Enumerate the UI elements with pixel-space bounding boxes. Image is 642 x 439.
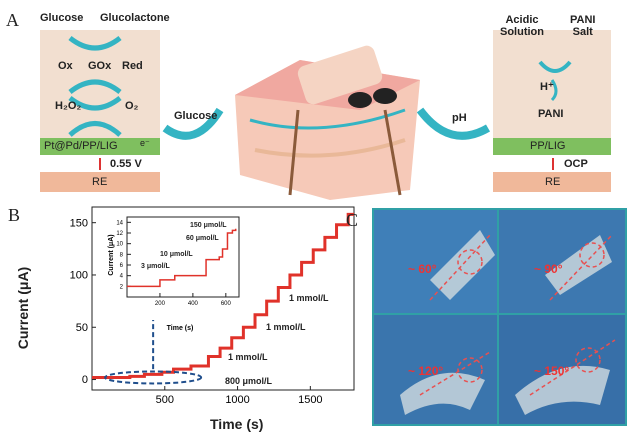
inset-ytick-label: 2 <box>120 284 124 290</box>
h2o2-label: H₂O₂ <box>55 100 82 112</box>
inset-ytick-label: 14 <box>116 220 123 226</box>
inset-annotation: 60 μmol/L <box>186 235 219 242</box>
panel-label-a: A <box>6 10 19 30</box>
inset-annotation: 150 μmol/L <box>190 222 227 229</box>
inset-xtick-label: 400 <box>188 301 199 307</box>
main-xtick-label: 500 <box>156 394 174 406</box>
inset-annotation: 3 μmol/L <box>141 263 171 270</box>
angle-90-label: ~ 90° <box>534 262 563 276</box>
o2-label: O₂ <box>125 100 139 112</box>
electron-label: e⁻ <box>140 138 150 148</box>
left-re-bar <box>40 172 160 192</box>
main-ytick-label: 50 <box>76 322 88 334</box>
inset-ytick-label: 10 <box>116 242 123 248</box>
right-re-bar <box>493 172 611 192</box>
main-ytick-label: 100 <box>70 270 88 282</box>
zoom-region-ellipse <box>104 370 203 385</box>
left-electrode-label: Pt@Pd/PP/LIG <box>44 140 118 152</box>
panel-label-c: C <box>346 210 359 230</box>
photo-120 <box>374 315 497 424</box>
right-electrode-bar <box>493 138 611 155</box>
ox-label: Ox <box>58 60 73 72</box>
left-re-label: RE <box>92 176 108 188</box>
inset-ytick-label: 8 <box>120 252 124 258</box>
voltage-label: 0.55 V <box>110 158 142 170</box>
inset-ytick-label: 4 <box>120 274 124 280</box>
ocp-label: OCP <box>564 158 588 170</box>
left-electrode-bar <box>40 138 160 155</box>
gox-label: GOx <box>88 60 112 72</box>
inset-ytick-label: 6 <box>120 263 124 269</box>
angle-150-label: ~ 150° <box>534 364 570 378</box>
main-series-line <box>92 212 354 379</box>
main-annotation: 1 mmol/L <box>228 352 268 362</box>
red-label: Red <box>122 60 143 72</box>
main-annotation: 1 mmol/L <box>289 293 329 303</box>
main-ytick-label: 0 <box>82 374 88 386</box>
angle-60-label: ~ 60° <box>408 262 437 276</box>
inset-series-line <box>127 228 237 288</box>
main-annotation: 1 mmol/L <box>266 322 306 332</box>
ph-flow-arrow <box>416 107 491 140</box>
acidic-solution-label: Acidic Solution <box>500 14 544 38</box>
glucolactone-label: Glucolactone <box>100 12 170 24</box>
main-xlabel: Time (s) <box>210 416 264 432</box>
panel-label-b: B <box>8 205 21 225</box>
inset-xtick-label: 200 <box>155 301 166 307</box>
glucose-arrow-label: Glucose <box>174 110 218 122</box>
skin-patch-illustration <box>235 45 420 200</box>
inset-ytick-label: 12 <box>116 231 123 237</box>
main-ytick-label: 150 <box>70 217 88 229</box>
main-xtick-label: 1500 <box>298 394 322 406</box>
pani-salt-label: PANI Salt <box>570 14 596 38</box>
angle-120-label: ~ 120° <box>408 364 444 378</box>
glucose-flow-arrow <box>162 107 224 140</box>
main-xtick-label: 1000 <box>225 394 249 406</box>
right-re-label: RE <box>545 176 561 188</box>
inset-xtick-label: 600 <box>221 301 232 307</box>
reaction-cycle-arrows <box>68 35 122 137</box>
hplus-label: H⁺ <box>540 81 554 93</box>
ph-arrow-label: pH <box>452 112 467 124</box>
inset-ylabel: Current (μA) <box>108 234 115 275</box>
main-ylabel: Current (μA) <box>15 266 32 350</box>
inset-annotation: 10 μmol/L <box>160 251 193 258</box>
right-electrode-label: PP/LIG <box>530 140 566 152</box>
main-annotation: 800 μmol/L <box>225 376 273 386</box>
inset-xlabel: Time (s) <box>167 325 194 332</box>
right-reaction-arrow <box>538 60 572 73</box>
photo-grid <box>372 208 627 426</box>
pani-label: PANI <box>538 108 564 120</box>
glucose-label: Glucose <box>40 12 84 24</box>
right-reaction-box <box>493 30 611 138</box>
